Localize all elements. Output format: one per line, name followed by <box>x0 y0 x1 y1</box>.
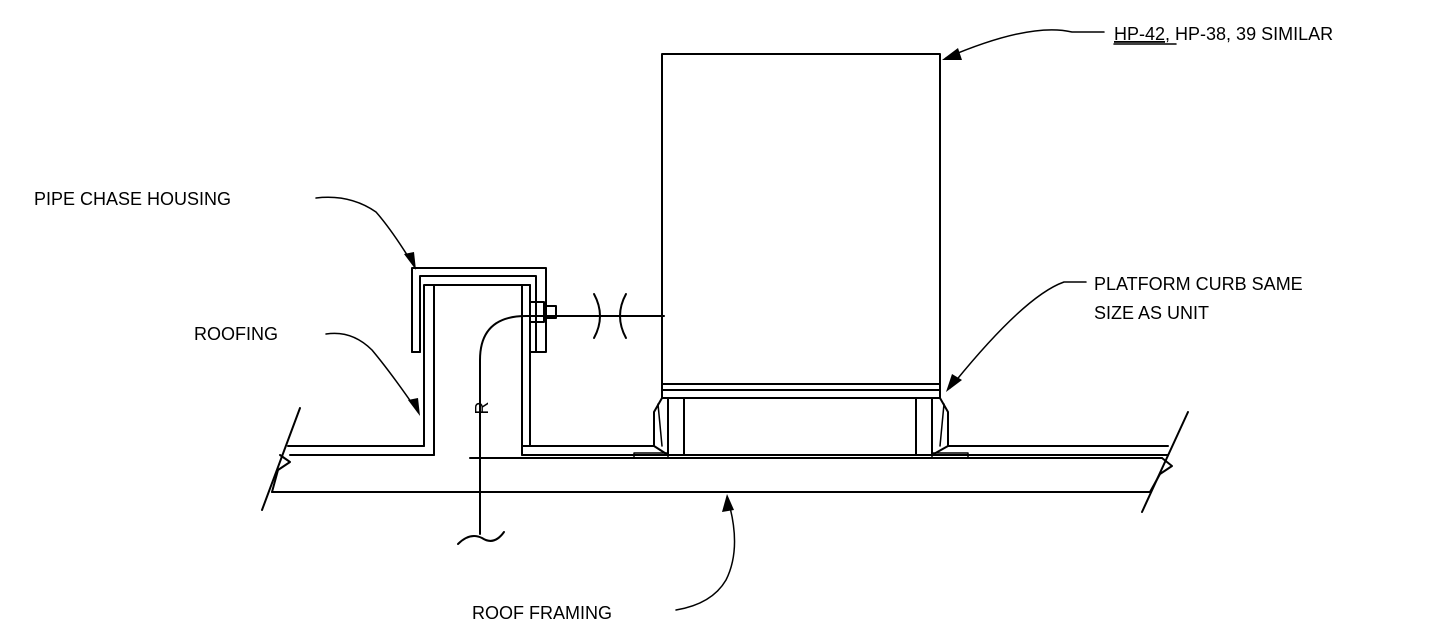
leader-framing <box>675 494 736 611</box>
radius-label: R <box>472 402 492 415</box>
roof-framing <box>261 407 1189 513</box>
leader-pipe-chase <box>315 196 416 270</box>
unit-tag: HP-42 <box>1114 24 1165 44</box>
pipe-chase-label: PIPE CHASE HOUSING <box>34 189 231 209</box>
pipe-chase-housing <box>411 267 557 456</box>
roofing-label: ROOFING <box>194 324 278 344</box>
curb-label-line1: PLATFORM CURB SAME <box>1094 274 1303 294</box>
pipe-run <box>457 293 665 545</box>
platform-curb <box>633 389 969 459</box>
unit-note: , HP-38, 39 SIMILAR <box>1165 24 1333 44</box>
svg-text:HP-42, HP-38, 39 SIMILAR: HP-42, HP-38, 39 SIMILAR <box>1114 24 1333 44</box>
curb-label-line2: SIZE AS UNIT <box>1094 303 1209 323</box>
leader-roofing <box>325 332 420 416</box>
framing-label: ROOF FRAMING <box>472 603 612 623</box>
roofing-membrane <box>287 445 1169 456</box>
heat-pump-unit <box>661 53 941 391</box>
leader-curb <box>946 281 1087 392</box>
leader-unit <box>942 29 1105 60</box>
